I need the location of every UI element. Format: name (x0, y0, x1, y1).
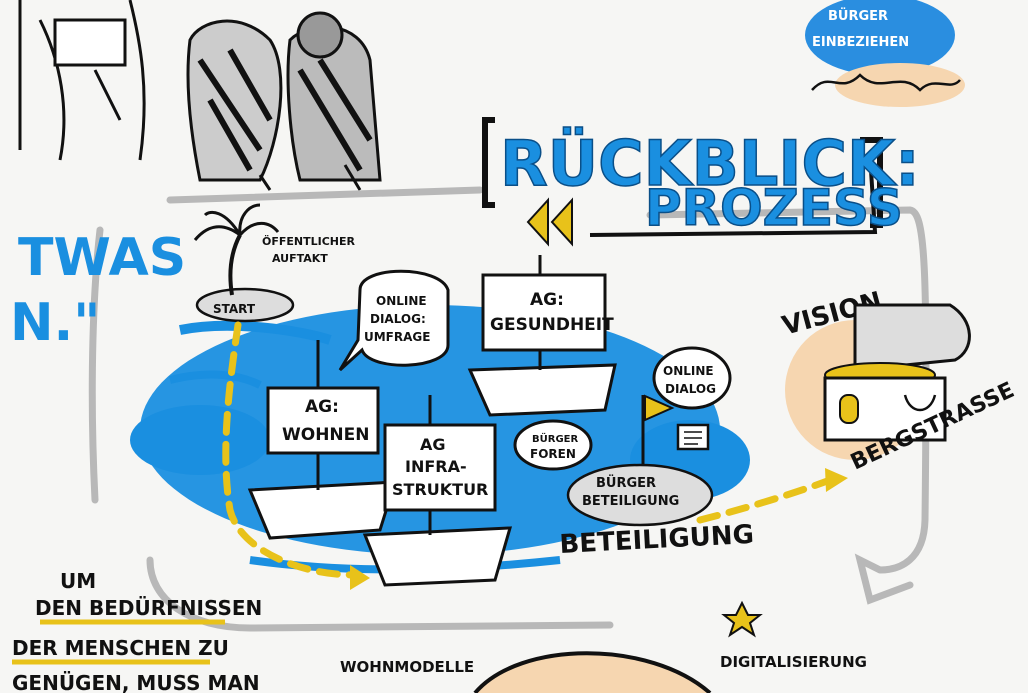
svg-text:GESUNDHEIT: GESUNDHEIT (490, 315, 614, 335)
svg-text:ONLINE: ONLINE (376, 294, 427, 308)
bottom-arc (473, 651, 712, 693)
svg-text:FOREN: FOREN (530, 447, 576, 461)
svg-text:ONLINE: ONLINE (663, 364, 714, 378)
island-label: START (213, 302, 256, 316)
svg-text:DEN BEDÜRFNISSEN: DEN BEDÜRFNISSEN (35, 596, 262, 620)
svg-text:UM: UM (60, 569, 96, 593)
title-line1: RÜCKBLICK: (500, 127, 920, 200)
vision-treasure: VISION BERGSTRASSE (779, 286, 1018, 475)
svg-text:AG: AG (420, 435, 446, 454)
speech-buerger-foren: BÜRGER FOREN (513, 419, 593, 471)
left-fragment-line1: TWAS (18, 228, 186, 288)
journey-path (222, 321, 834, 579)
ship-gesundheit: AG: GESUNDHEIT (467, 255, 617, 417)
svg-text:DIALOG:: DIALOG: (370, 312, 426, 326)
island-caption-line2: AUFTAKT (272, 252, 328, 265)
svg-text:GENÜGEN, MUSS MAN: GENÜGEN, MUSS MAN (12, 671, 260, 693)
digitalisierung-label: DIGITALISIERUNG (720, 653, 867, 671)
svg-text:INFRA-: INFRA- (405, 457, 467, 476)
speech-online-umfrage: ONLINE DIALOG: UMFRAGE (338, 269, 450, 372)
badge-line1: BÜRGER (828, 8, 888, 24)
svg-text:AG:: AG: (530, 290, 564, 310)
svg-text:BÜRGER: BÜRGER (596, 475, 656, 491)
left-fragment-line2: N." (10, 293, 100, 353)
island-caption-line1: ÖFFENTLICHER (262, 234, 355, 248)
flag-icon (641, 394, 675, 470)
svg-text:WOHNEN: WOHNEN (282, 425, 370, 445)
buerger-beteiligung-island: BÜRGER BETEILIGUNG (566, 463, 714, 527)
svg-text:DIALOG: DIALOG (665, 382, 716, 396)
rewind-icon (526, 197, 573, 247)
speech-online-dialog: ONLINE DIALOG (652, 346, 732, 410)
svg-text:DER MENSCHEN ZU: DER MENSCHEN ZU (12, 636, 229, 660)
title-box: RÜCKBLICK: PROZESS (482, 117, 921, 247)
badge-line2: EINBEZIEHEN (812, 35, 909, 50)
people-sketch (18, 0, 382, 191)
wohnmodelle-label: WOHNMODELLE (340, 658, 474, 676)
ship-infrastruktur: AG INFRA- STRUKTUR (362, 395, 513, 587)
title-line2: PROZESS (645, 179, 903, 237)
svg-text:BETEILIGUNG: BETEILIGUNG (582, 494, 679, 509)
bottom-quote: UM DEN BEDÜRFNISSEN DER MENSCHEN ZU GENÜ… (12, 569, 262, 693)
ship-wohnen: AG: WOHNEN (247, 340, 398, 540)
buerger-einbeziehen-badge: BÜRGER EINBEZIEHEN (805, 0, 965, 107)
start-island: START ÖFFENTLICHER AUFTAKT (193, 203, 355, 323)
svg-text:AG:: AG: (305, 397, 339, 417)
document-icon (676, 423, 710, 451)
svg-text:UMFRAGE: UMFRAGE (364, 330, 430, 344)
svg-text:STRUKTUR: STRUKTUR (392, 480, 488, 499)
svg-text:BÜRGER: BÜRGER (532, 431, 578, 445)
star-icon (721, 600, 763, 638)
